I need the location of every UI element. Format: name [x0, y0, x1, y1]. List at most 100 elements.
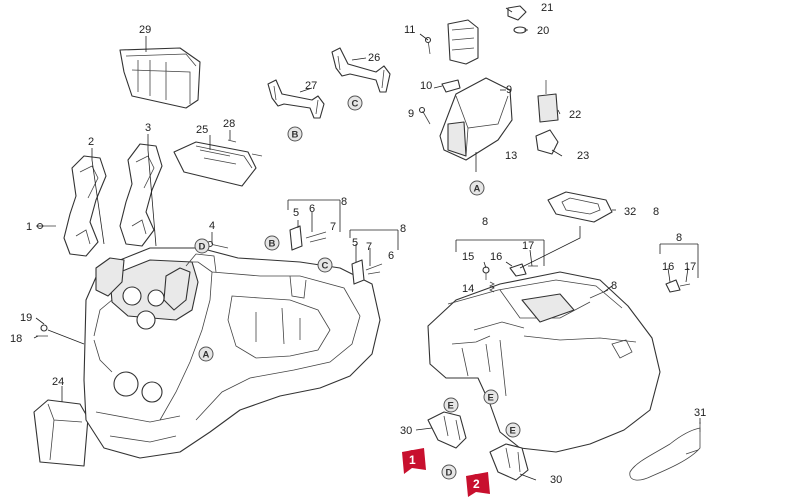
- svg-text:A: A: [474, 184, 481, 195]
- label-8d: 8: [482, 216, 488, 228]
- part-23-holder: [535, 129, 559, 155]
- label-29: 29: [139, 24, 151, 36]
- part-27-bracket: [267, 79, 325, 119]
- part-6-7-screws-lower: [365, 263, 383, 275]
- svg-text:1: 1: [409, 453, 416, 467]
- label-1: 1: [26, 221, 32, 233]
- label-8f: 8: [676, 232, 682, 244]
- label-19: 19: [20, 312, 32, 324]
- part-21-knob: [507, 5, 527, 21]
- label-13: 13: [505, 150, 517, 162]
- label-6b: 6: [388, 250, 394, 262]
- part-25-lid: [173, 141, 257, 187]
- label-16a: 16: [490, 251, 502, 263]
- part-6-7-screws-upper: [305, 231, 327, 243]
- svg-text:D: D: [446, 468, 453, 479]
- label-25: 25: [196, 124, 208, 136]
- part-31-cable: [629, 422, 701, 481]
- ref-c-upper: C: [347, 95, 363, 111]
- svg-text:E: E: [510, 426, 516, 437]
- label-8b: 8: [400, 223, 406, 235]
- part-30-bracket-a: [427, 411, 467, 449]
- svg-text:E: E: [488, 393, 494, 404]
- label-10: 10: [420, 80, 432, 92]
- label-24: 24: [52, 376, 64, 388]
- label-30b: 30: [550, 474, 562, 486]
- label-5b: 5: [352, 237, 358, 249]
- label-20: 20: [537, 25, 549, 37]
- part-17-right-screw: [679, 283, 691, 287]
- variant-flag-1: 1: [402, 448, 426, 474]
- variant-flag-2: 2: [466, 472, 490, 497]
- svg-text:2: 2: [473, 477, 480, 491]
- label-9b: 9: [408, 108, 414, 120]
- reference-letters: B C A D B C A E: [194, 95, 521, 480]
- part-10-clip: [441, 79, 461, 93]
- svg-text:C: C: [322, 261, 329, 272]
- label-7a: 7: [330, 221, 336, 233]
- part-4-screw: [206, 240, 229, 249]
- part-5-bracket-lower: [351, 259, 365, 285]
- label-21: 21: [541, 2, 553, 14]
- part-14-spring: [489, 281, 495, 293]
- label-8a: 8: [341, 196, 347, 208]
- label-18: 18: [10, 333, 22, 345]
- ref-e-bracket-a: E: [443, 397, 459, 413]
- label-8c: 8: [653, 206, 659, 218]
- label-14: 14: [462, 283, 474, 295]
- label-11: 11: [404, 24, 415, 36]
- part-26-bracket: [331, 47, 391, 93]
- svg-text:B: B: [292, 130, 299, 141]
- part-22-label: [537, 80, 559, 123]
- ref-e-hood: E: [483, 389, 499, 405]
- label-26: 26: [368, 52, 380, 64]
- label-3: 3: [145, 122, 151, 134]
- label-15: 15: [462, 251, 474, 263]
- main-base-frame: [83, 247, 381, 459]
- part-24-bin: [33, 399, 89, 467]
- label-16b: 16: [662, 261, 674, 273]
- label-17a: 17: [522, 240, 534, 252]
- ref-a-upper: A: [469, 180, 485, 196]
- part-number-labels: 29 27 26 28 25 2 3 1 4 19 18 24 8 5 6 7 …: [10, 2, 706, 486]
- svg-text:D: D: [199, 242, 206, 253]
- leader-lines: [33, 7, 701, 481]
- label-2: 2: [88, 136, 94, 148]
- part-2-handle: [63, 155, 107, 257]
- part-3-handle: [119, 143, 163, 247]
- svg-text:B: B: [269, 239, 276, 250]
- ref-d-bracket: D: [441, 464, 457, 480]
- label-28: 28: [223, 118, 235, 130]
- ref-b-main: B: [264, 235, 280, 251]
- label-7b: 7: [366, 241, 372, 253]
- ref-c-main: C: [317, 257, 333, 273]
- label-22: 22: [569, 109, 581, 121]
- part-18-19-fasteners: [36, 324, 48, 337]
- hood-cover: [427, 271, 661, 453]
- svg-text:E: E: [448, 401, 454, 412]
- ref-e-bracket-b: E: [505, 422, 521, 438]
- label-6a: 6: [309, 203, 315, 215]
- label-4: 4: [209, 220, 215, 232]
- part-28-pins: [227, 139, 263, 157]
- label-30a: 30: [400, 425, 412, 437]
- svg-text:C: C: [352, 99, 359, 110]
- part-upper-bottle: [447, 19, 479, 65]
- label-32: 32: [624, 206, 636, 218]
- svg-text:A: A: [203, 350, 210, 361]
- part-16-right-bracket: [665, 279, 681, 293]
- label-5a: 5: [293, 207, 299, 219]
- part-15-screw: [482, 266, 490, 280]
- label-17b: 17: [684, 261, 696, 273]
- ref-a-main: A: [198, 346, 214, 362]
- ref-d-main: D: [194, 238, 210, 254]
- label-23: 23: [577, 150, 589, 162]
- label-27: 27: [305, 80, 317, 92]
- label-9a: 9: [506, 84, 512, 96]
- part-32-plate: [547, 191, 613, 223]
- part-9-screw: [418, 106, 431, 125]
- part-13-column: [439, 77, 513, 161]
- label-8e: 8: [611, 280, 617, 292]
- part-30-bracket-b: [489, 443, 529, 481]
